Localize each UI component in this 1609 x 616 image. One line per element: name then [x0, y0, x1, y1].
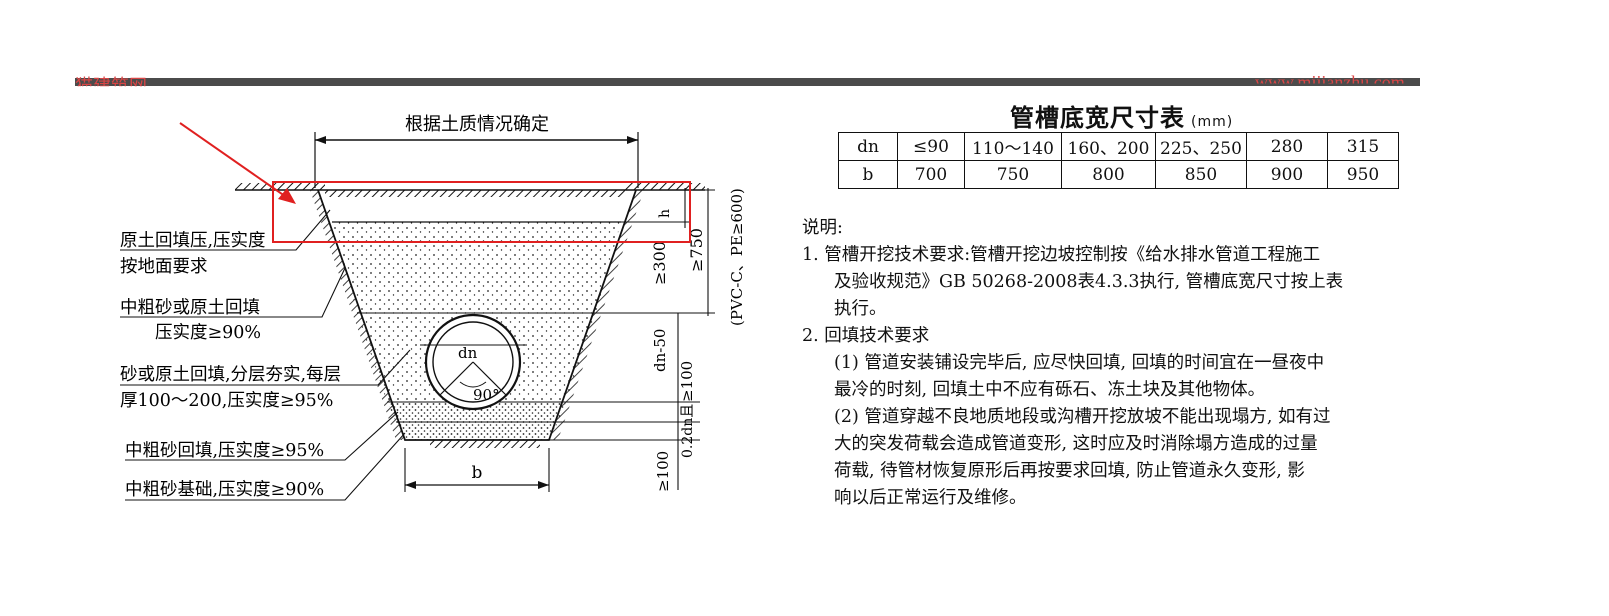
table-title-text: 管槽底宽尺寸表: [1010, 104, 1185, 132]
red-annotation: [179, 122, 691, 243]
top-bar: [75, 78, 1420, 86]
table-cell: 900: [1246, 160, 1328, 189]
bottom-width-label: b: [472, 463, 483, 483]
notes-heading: 说明:: [802, 218, 843, 238]
left-labels: 原土回填压,压实度 按地面要求 中粗砂或原土回填 压实度≥90% 砂或原土回填,…: [120, 231, 341, 500]
label-backfill-original-2: 按地面要求: [120, 257, 208, 277]
dim-pvc: (PVC-C、PE≥600): [728, 188, 746, 326]
note-2-sub-2-line-4: 响以后正常运行及维修。: [834, 488, 1027, 508]
trench-width-table: dn ≤90 110～140 160、200 225、250 280 315 b…: [838, 132, 1399, 189]
note-1-line-1: 1. 管槽开挖技术要求:管槽开挖边坡控制按《给水排水管道工程施工: [802, 245, 1321, 265]
label-coarse-backfill: 中粗砂回填,压实度≥95%: [125, 441, 324, 461]
table-cell: 315: [1327, 132, 1399, 161]
dim-h: h: [657, 209, 673, 218]
right-dimensions: h ≥300 ≥750 (PVC-C、PE≥600) dn-50 ≥100 0.…: [549, 188, 746, 492]
dim-dn50: dn-50: [651, 329, 669, 372]
note-1-line-3: 执行。: [834, 299, 887, 319]
dim-dn02: 0.2dn且: [680, 404, 696, 458]
label-layered-2: 厚100～200,压实度≥95%: [120, 391, 333, 411]
trench-body: [310, 189, 644, 448]
pipe: dn 90°: [420, 313, 527, 411]
table-cell: ≤90: [897, 132, 965, 161]
label-coarse-sand-2: 压实度≥90%: [155, 323, 261, 343]
label-backfill-original-1: 原土回填压,压实度: [120, 231, 266, 251]
label-layered-1: 砂或原土回填,分层夯实,每层: [120, 365, 341, 385]
watermark-right: www.mjjianzhu.com: [1255, 72, 1405, 92]
note-2-sub-1-line-2: 最冷的时刻, 回填土中不应有砾石、冻土块及其他物体。: [834, 380, 1266, 400]
table-cell: 850: [1155, 160, 1247, 189]
dim-ge100-a: ≥100: [678, 361, 696, 402]
bottom-width-dimension: b: [404, 448, 550, 492]
table-cell: 280: [1246, 132, 1328, 161]
top-dimension-label: 根据土质情况确定: [405, 114, 549, 135]
note-2-sub-2-line-1: (2) 管道穿越不良地质地段或沟槽开挖放坡不能出现塌方, 如有过: [834, 407, 1331, 427]
trench-section-drawing: 根据土质情况确定 dn: [120, 114, 746, 501]
note-2-sub-2-line-3: 荷载, 待管材恢复原形后再按要求回填, 防止管道永久变形, 影: [834, 461, 1305, 481]
dim-ge300: ≥300: [650, 241, 669, 285]
table-cell: 750: [964, 160, 1062, 189]
table-row-dn: dn ≤90 110～140 160、200 225、250 280 315: [838, 132, 1399, 161]
watermark-left: 猫建筑网: [75, 76, 147, 96]
table-cell: 700: [897, 160, 965, 189]
table-cell: dn: [838, 132, 898, 161]
label-coarse-sand-1: 中粗砂或原土回填: [120, 298, 260, 318]
note-1-line-2: 及验收规范》GB 50268-2008表4.3.3执行, 管槽底宽尺寸按上表: [834, 272, 1344, 292]
table-cell: 160、200: [1061, 132, 1156, 161]
table-cell: 110～140: [964, 132, 1062, 161]
table-cell: b: [838, 160, 898, 189]
note-2-heading: 2. 回填技术要求: [802, 326, 930, 346]
notes: 说明: 1. 管槽开挖技术要求:管槽开挖边坡控制按《给水排水管道工程施工 及验收…: [802, 215, 1417, 512]
label-leaders: [120, 209, 411, 501]
table-title-unit: (mm): [1191, 114, 1234, 130]
pipe-angle-label: 90°: [473, 386, 500, 404]
table-cell: 225、250: [1155, 132, 1247, 161]
label-coarse-base: 中粗砂基础,压实度≥90%: [125, 480, 324, 500]
note-2-sub-2-line-2: 大的突发荷载会造成管道变形, 这时应及时消除塌方造成的过量: [834, 434, 1318, 454]
table-cell: 800: [1061, 160, 1156, 189]
note-2-sub-1-line-1: (1) 管道安装铺设完毕后, 应尽快回填, 回填的时间宜在一昼夜中: [834, 353, 1325, 373]
pipe-dn-label: dn: [458, 344, 478, 362]
table-row-b: b 700 750 800 850 900 950: [838, 160, 1399, 189]
dim-ge750: ≥750: [687, 228, 706, 272]
dim-ge100-b: ≥100: [654, 451, 672, 492]
table-title: 管槽底宽尺寸表 (mm): [1010, 98, 1233, 133]
table-cell: 950: [1327, 160, 1399, 189]
top-dimension: 根据土质情况确定: [314, 114, 639, 188]
